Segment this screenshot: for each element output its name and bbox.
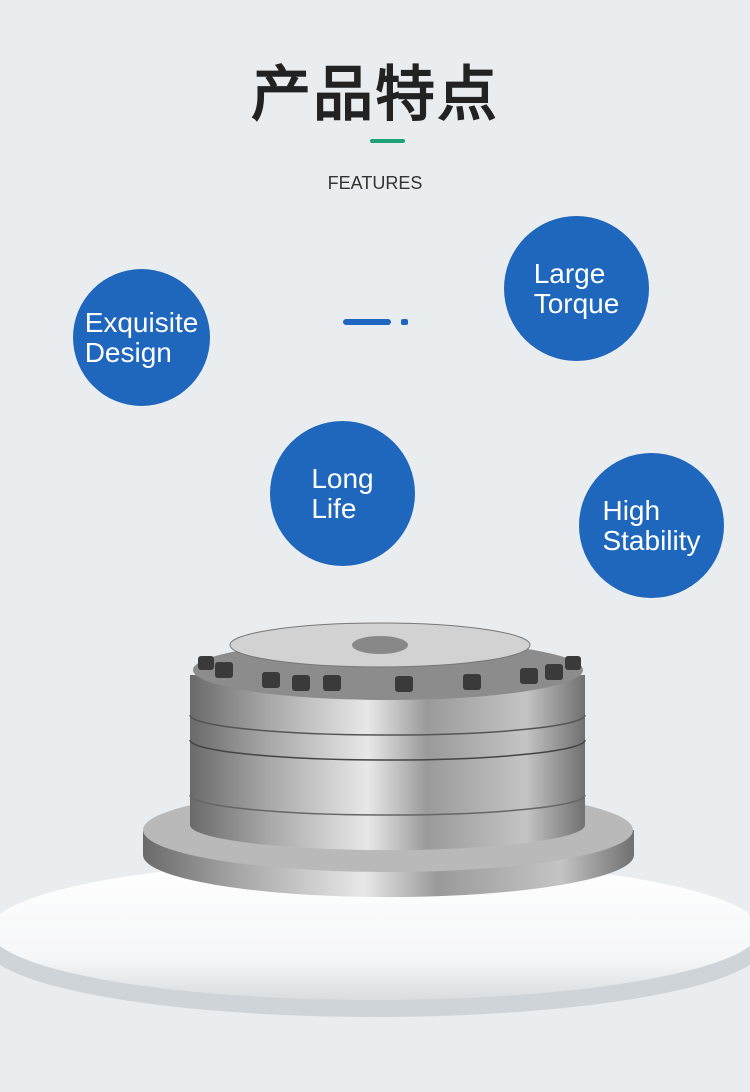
title-divider	[370, 139, 405, 143]
feature-label: Exquisite	[84, 306, 199, 338]
feature-label: High	[602, 494, 661, 526]
product-image-harmonic-reducer	[0, 622, 750, 1017]
feature-label: Torque	[533, 287, 620, 319]
decorative-dash	[343, 319, 391, 325]
decorative-dot	[401, 319, 408, 325]
feature-label: Large	[533, 257, 606, 289]
feature-label: Life	[311, 492, 357, 524]
reducer-body	[189, 622, 586, 851]
pedestal	[0, 860, 750, 1000]
reducer-bolts	[198, 656, 581, 692]
page-subtitle: FEATURES	[327, 173, 423, 193]
feature-label: Long	[311, 462, 374, 494]
feature-label: Stability	[602, 524, 701, 556]
page-title: 产品特点	[251, 60, 499, 130]
feature-label: Design	[84, 336, 172, 368]
